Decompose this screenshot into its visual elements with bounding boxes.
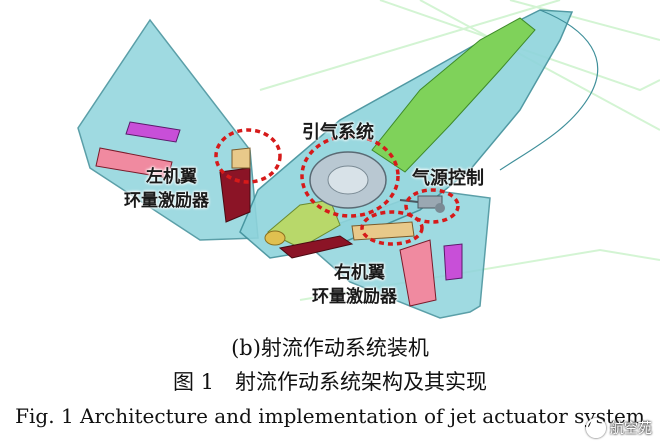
engine-nozzle-exit xyxy=(264,230,286,246)
nose-outline xyxy=(499,9,599,171)
label-right-wing-line2: 环量激励器 xyxy=(312,287,397,307)
label-left-wing-line1: 左机翼 xyxy=(146,167,197,187)
highlight-rings xyxy=(214,128,460,246)
label-bleed-system: 引气系统 xyxy=(302,122,374,143)
bleed-duct xyxy=(371,17,536,173)
right-wing-actuators xyxy=(278,221,463,307)
ring-bleed-system xyxy=(300,134,400,218)
label-right-wing-line1: 右机翼 xyxy=(334,263,385,283)
ring-gas-control xyxy=(404,188,460,224)
gas-control-valves xyxy=(399,195,445,213)
label-gas-control: 气源控制 xyxy=(412,168,484,189)
left-wing-actuators xyxy=(95,121,251,223)
engine-core-inner xyxy=(327,165,369,195)
figure-caption-en: Fig. 1 Architecture and implementation o… xyxy=(15,404,645,428)
label-left-wing-line2: 环量激励器 xyxy=(124,191,209,211)
ring-left-actuator xyxy=(214,128,282,184)
subfigure-caption: (b)射流作动系统装机 xyxy=(231,336,429,360)
watermark-text: 航空苑 xyxy=(610,421,652,437)
watermark: 航空苑 xyxy=(586,418,652,438)
wechat-channel-icon xyxy=(586,418,606,438)
figure-caption-cn: 图 1 射流作动系统架构及其实现 xyxy=(172,370,488,394)
ring-right-actuator xyxy=(360,210,424,246)
